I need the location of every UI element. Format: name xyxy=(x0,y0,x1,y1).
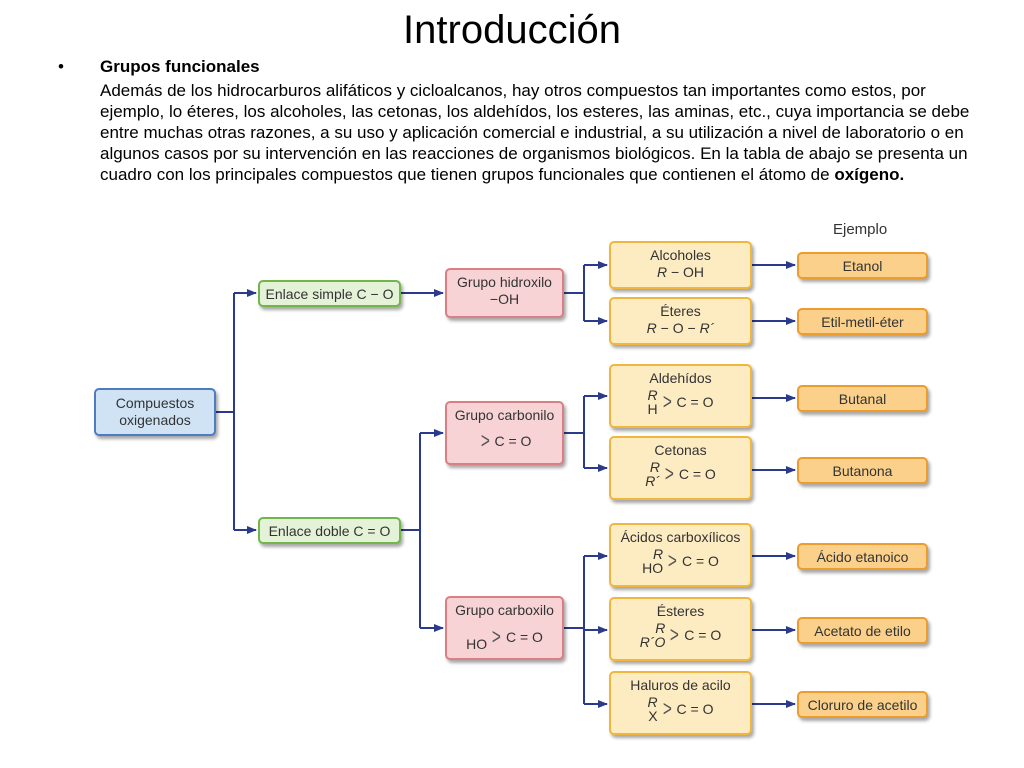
example-etanol-label: Etanol xyxy=(842,257,883,274)
family-cetonas-substituents: R R´ xyxy=(645,460,660,488)
group-carboxilo-core: C = O xyxy=(505,629,543,645)
family-acidos-sub2: HO xyxy=(642,560,664,576)
bond-bracket-icon: > xyxy=(662,696,672,721)
family-esteres-node: Ésteres R R´O > C = O xyxy=(609,597,752,661)
example-butanal-label: Butanal xyxy=(838,390,887,407)
family-haluros-core: C = O xyxy=(676,701,714,717)
group-carboxilo-structure: HO > C = O xyxy=(466,623,543,652)
family-cetonas-core: C = O xyxy=(678,466,716,482)
family-eteres-name: Éteres xyxy=(660,303,701,319)
example-acido-etanoico-label: Ácido etanoico xyxy=(816,548,909,565)
family-cetonas-name: Cetonas xyxy=(654,442,707,458)
example-butanona-label: Butanona xyxy=(832,462,893,479)
family-haluros-sub1: R xyxy=(647,694,658,710)
family-haluros-structure: R X > C = O xyxy=(648,695,714,723)
family-acidos-node: Ácidos carboxílicos R HO > C = O xyxy=(609,523,752,587)
family-esteres-sub2: R´O xyxy=(639,634,666,650)
family-aldehidos-sub1: R xyxy=(647,387,658,403)
family-acidos-name: Ácidos carboxílicos xyxy=(620,529,741,545)
family-cetonas-structure: R R´ > C = O xyxy=(645,460,716,488)
family-eteres-formula: R − O − R´ xyxy=(646,320,715,336)
intro-paragraph: Además de los hidrocarburos alifáticos y… xyxy=(100,80,980,185)
family-cetonas-sub1: R xyxy=(649,459,660,475)
bond-bracket-icon: > xyxy=(670,622,680,647)
bond-bracket-icon: > xyxy=(480,428,490,453)
example-butanona: Butanona xyxy=(797,457,928,484)
family-aldehidos-node: Aldehídos R H > C = O xyxy=(609,364,752,428)
family-aldehidos-substituents: R H xyxy=(648,388,658,416)
family-esteres-substituents: R R´O xyxy=(640,621,666,649)
family-esteres-name: Ésteres xyxy=(656,603,705,619)
example-etil-metil-eter: Etil-metil-éter xyxy=(797,308,928,335)
bond-bracket-icon: > xyxy=(668,548,678,573)
family-acidos-structure: R HO > C = O xyxy=(642,547,719,575)
group-carboxilo-sub: HO xyxy=(466,636,488,652)
family-alcoholes-formula: R − OH xyxy=(656,264,705,280)
group-hidroxilo-node: Grupo hidroxilo −OH xyxy=(445,268,564,318)
example-cloruro-de-acetilo-label: Cloruro de acetilo xyxy=(807,696,918,713)
group-carbonilo-node: Grupo carbonilo > C = O xyxy=(445,401,564,465)
bullet-marker: • xyxy=(58,57,64,76)
family-aldehidos-sub2: H xyxy=(647,401,658,417)
family-haluros-sub2: X xyxy=(648,708,658,724)
family-haluros-node: Haluros de acilo R X > C = O xyxy=(609,671,752,735)
family-acidos-substituents: R HO xyxy=(642,547,663,575)
family-eteres-node: Éteres R − O − R´ xyxy=(609,297,752,345)
intro-text: Además de los hidrocarburos alifáticos y… xyxy=(100,81,970,184)
family-alcoholes-node: Alcoholes R − OH xyxy=(609,241,752,289)
subheading: Grupos funcionales xyxy=(100,57,260,76)
group-carbonilo-core: C = O xyxy=(494,433,532,449)
family-aldehidos-structure: R H > C = O xyxy=(648,388,714,416)
family-esteres-sub1: R xyxy=(655,620,666,636)
example-butanal: Butanal xyxy=(797,385,928,412)
group-carbonilo-name: Grupo carbonilo xyxy=(454,407,555,423)
family-cetonas-node: Cetonas R R´ > C = O xyxy=(609,436,752,500)
family-haluros-substituents: R X xyxy=(648,695,658,723)
family-cetonas-sub2: R´ xyxy=(645,473,660,489)
bond-simple-node: Enlace simple C − O xyxy=(258,280,401,307)
bond-bracket-icon: > xyxy=(492,624,502,649)
group-carbonilo-structure: > C = O xyxy=(478,430,532,452)
family-aldehidos-name: Aldehídos xyxy=(649,370,712,386)
intro-bold-word: oxígeno. xyxy=(834,165,905,184)
example-acetato-de-etilo: Acetato de etilo xyxy=(797,617,928,644)
bond-double-node: Enlace doble C = O xyxy=(258,517,401,544)
family-alcoholes-name: Alcoholes xyxy=(650,247,711,263)
bond-bracket-icon: > xyxy=(664,461,674,486)
family-esteres-core: C = O xyxy=(684,627,722,643)
group-carboxilo-substituent: HO xyxy=(466,623,487,651)
ejemplo-header: Ejemplo xyxy=(833,221,888,238)
family-aldehidos-core: C = O xyxy=(676,394,714,410)
group-hidroxilo-formula: −OH xyxy=(489,291,520,307)
group-hidroxilo-name: Grupo hidroxilo xyxy=(457,274,552,290)
root-label: Compuestos oxigenados xyxy=(116,395,195,429)
family-haluros-name: Haluros de acilo xyxy=(630,677,731,693)
example-cloruro-de-acetilo: Cloruro de acetilo xyxy=(797,691,928,718)
bond-bracket-icon: > xyxy=(662,389,672,414)
family-acidos-core: C = O xyxy=(681,553,719,569)
root-label-line1: Compuestos xyxy=(115,395,195,411)
bond-double-label: Enlace doble C = O xyxy=(268,522,391,539)
example-acido-etanoico: Ácido etanoico xyxy=(797,543,928,570)
slide-title: Introducción xyxy=(403,8,621,52)
bond-simple-label: Enlace simple C − O xyxy=(265,285,394,302)
group-carboxilo-name: Grupo carboxilo xyxy=(455,602,554,618)
family-acidos-sub1: R xyxy=(652,546,664,562)
example-acetato-de-etilo-label: Acetato de etilo xyxy=(814,622,911,639)
example-etil-metil-eter-label: Etil-metil-éter xyxy=(821,313,904,330)
group-carboxilo-node: Grupo carboxilo HO > C = O xyxy=(445,596,564,660)
root-label-line2: oxigenados xyxy=(119,412,191,428)
family-esteres-structure: R R´O > C = O xyxy=(640,621,722,649)
root-node: Compuestos oxigenados xyxy=(94,388,216,436)
example-etanol: Etanol xyxy=(797,252,928,279)
